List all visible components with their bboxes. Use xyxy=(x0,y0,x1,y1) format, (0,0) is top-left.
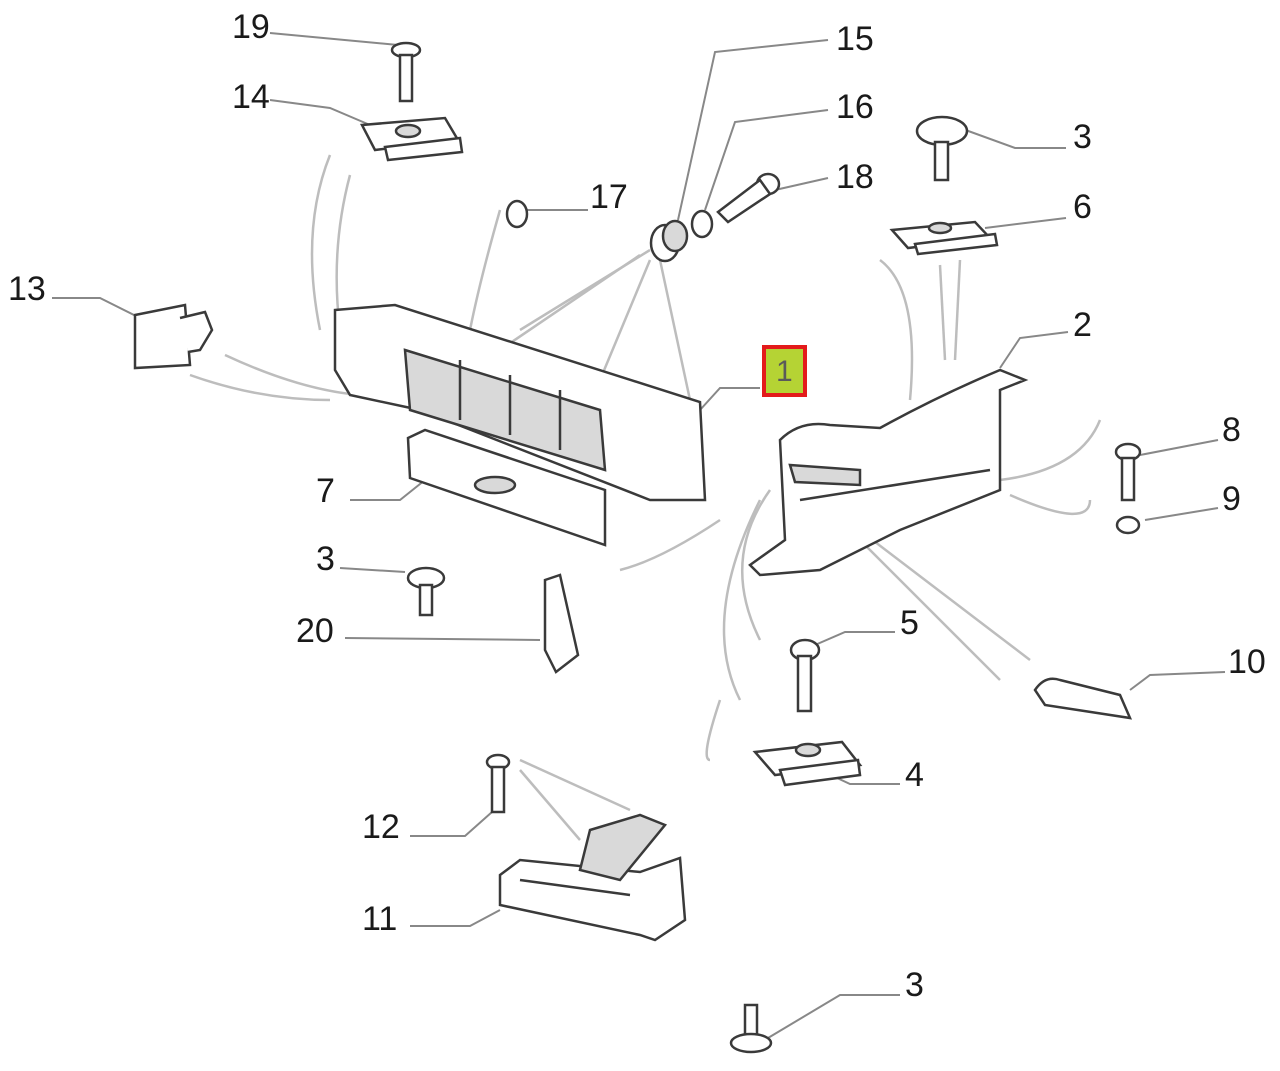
bracket-20 xyxy=(543,573,580,674)
washer-16 xyxy=(690,209,714,239)
screw-5 xyxy=(789,638,821,713)
callout-6[interactable]: 6 xyxy=(1073,188,1092,226)
push-pin-3-mid xyxy=(406,566,446,617)
callout-3-mid[interactable]: 3 xyxy=(316,540,335,578)
plate-7 xyxy=(406,428,607,547)
grommet-17 xyxy=(505,199,529,229)
callout-3-top[interactable]: 3 xyxy=(1073,118,1092,156)
bumper-cover-2 xyxy=(748,368,1029,577)
callout-20[interactable]: 20 xyxy=(296,612,334,650)
clip-nut-6 xyxy=(889,220,999,256)
push-pin-3-bottom xyxy=(729,1003,773,1054)
callout-4[interactable]: 4 xyxy=(905,756,924,794)
callout-17[interactable]: 17 xyxy=(590,178,628,216)
bolt-8 xyxy=(1114,442,1142,502)
clip-nut-4 xyxy=(752,740,863,787)
callout-10[interactable]: 10 xyxy=(1228,643,1266,681)
callout-7[interactable]: 7 xyxy=(316,472,335,510)
bumper-beam-1 xyxy=(333,303,707,502)
callout-9[interactable]: 9 xyxy=(1222,480,1241,518)
nut-9 xyxy=(1115,515,1141,535)
push-pin-3-top xyxy=(915,115,969,182)
callout-16[interactable]: 16 xyxy=(836,88,874,126)
callout-8[interactable]: 8 xyxy=(1222,411,1241,449)
callout-12[interactable]: 12 xyxy=(362,808,400,846)
callout-3-bottom[interactable]: 3 xyxy=(905,966,924,1004)
bushing-15 xyxy=(649,219,689,263)
clip-nut-14 xyxy=(360,116,464,162)
cap-13 xyxy=(133,303,214,370)
bolt-12 xyxy=(485,753,511,814)
bolt-18 xyxy=(716,172,781,224)
callout-13[interactable]: 13 xyxy=(8,270,46,308)
callout-18[interactable]: 18 xyxy=(836,158,874,196)
callout-15[interactable]: 15 xyxy=(836,20,874,58)
bolt-19 xyxy=(390,41,422,103)
bracket-11 xyxy=(498,813,687,942)
callout-14[interactable]: 14 xyxy=(232,78,270,116)
callout-1-highlighted[interactable]: 1 xyxy=(762,345,807,397)
callout-11[interactable]: 11 xyxy=(362,900,398,938)
callout-2[interactable]: 2 xyxy=(1073,306,1092,344)
callout-19[interactable]: 19 xyxy=(232,8,270,46)
callout-5[interactable]: 5 xyxy=(900,604,919,642)
trim-10 xyxy=(1033,677,1133,720)
